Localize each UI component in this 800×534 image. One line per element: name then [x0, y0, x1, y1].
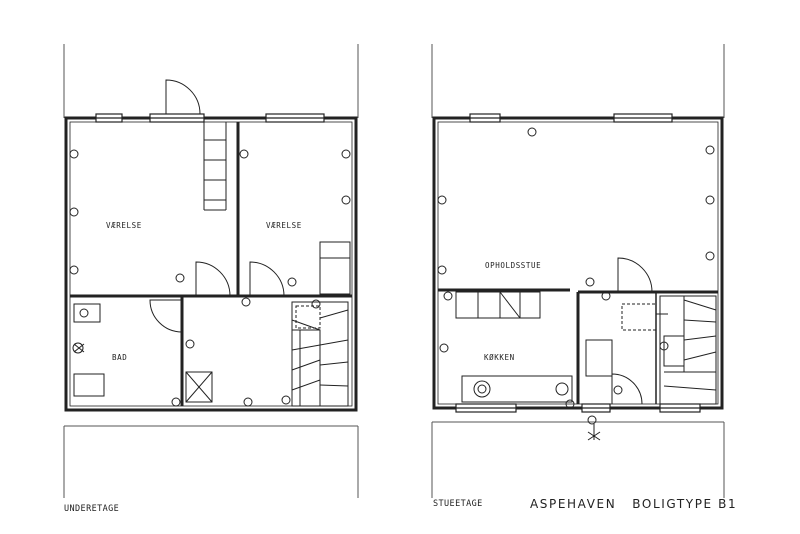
site-boundary-right: [431, 44, 725, 498]
ground-floor-plan: [431, 44, 725, 498]
lower-electrical-symbols: [69, 149, 351, 407]
ground-stair: [659, 295, 717, 405]
entrance-door: [165, 79, 201, 115]
room-label-vaerelse-1: VÆRELSE: [106, 221, 142, 230]
ground-windows: [455, 113, 701, 413]
outer-walls-right: [432, 116, 724, 410]
dwelling-type: BOLIGTYPE B1: [632, 497, 738, 511]
lower-windows: [95, 113, 325, 123]
outer-walls: [64, 116, 358, 412]
kitchen-counter: [455, 291, 573, 403]
lower-floor-plan: [63, 44, 359, 498]
floor-label-stueetage: STUEETAGE: [433, 499, 483, 509]
room-label-bad: BAD: [112, 353, 128, 362]
ground-electrical-symbols: [437, 127, 715, 425]
room-label-koekken: KØKKEN: [484, 353, 515, 362]
room-label-opholdsstue: OPHOLDSSTUE: [485, 261, 542, 270]
site-boundary: [63, 44, 359, 498]
room-label-vaerelse-2: VÆRELSE: [266, 221, 302, 230]
bath-fixtures: [72, 303, 105, 397]
floor-label-underetage: UNDERETAGE: [64, 504, 120, 514]
title-block: ASPEHAVEN BOLIGTYPE B1: [530, 497, 737, 511]
project-name: ASPEHAVEN: [530, 497, 617, 511]
